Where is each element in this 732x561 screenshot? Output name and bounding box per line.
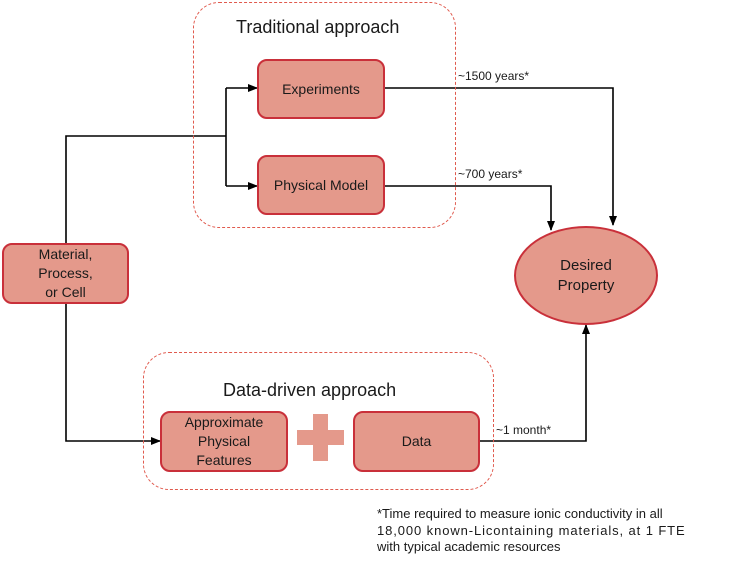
edge-data-to-property	[480, 324, 590, 442]
data-driven-time-label: ~1 month*	[496, 423, 552, 437]
footnote-line-3: with typical academic resources	[377, 539, 561, 554]
physical-model-time-label: ~700 years*	[458, 167, 523, 181]
desired-property-label: Desired Property	[557, 256, 615, 294]
edge-experiments-to-property	[385, 87, 617, 226]
edge-material-to-features	[65, 304, 161, 445]
data-label: Data	[401, 433, 432, 449]
approximate-physical-features-label: Approximate Physical Features	[184, 414, 264, 468]
physical-model-label: Physical Model	[273, 176, 369, 193]
experiments-time-label: ~1500 years*	[458, 69, 530, 83]
desired-property-ellipse: Desired Property	[514, 226, 658, 325]
edge-physical-model-to-property	[385, 185, 555, 231]
material-process-cell-label: Material, Process, or Cell	[38, 246, 93, 300]
edge-material-to-traditional	[65, 135, 226, 243]
data-driven-approach-title: Data-driven approach	[223, 380, 397, 400]
footnote: *Time required to measure ionic conducti…	[377, 506, 732, 556]
data-box: Data	[353, 411, 480, 472]
traditional-approach-title: Traditional approach	[236, 17, 400, 37]
material-process-cell-box: Material, Process, or Cell	[2, 243, 129, 304]
plus-icon-vertical	[313, 414, 328, 461]
physical-model-box: Physical Model	[257, 155, 385, 215]
data-driven-approach-region	[143, 352, 494, 490]
approximate-physical-features-box: Approximate Physical Features	[160, 411, 288, 472]
traditional-approach-region	[193, 2, 456, 228]
experiments-label: Experiments	[282, 80, 360, 97]
footnote-line-2: 18,000 known-Licontaining materials, at …	[377, 522, 686, 538]
footnote-line-1: *Time required to measure ionic conducti…	[377, 506, 663, 521]
experiments-box: Experiments	[257, 59, 385, 119]
